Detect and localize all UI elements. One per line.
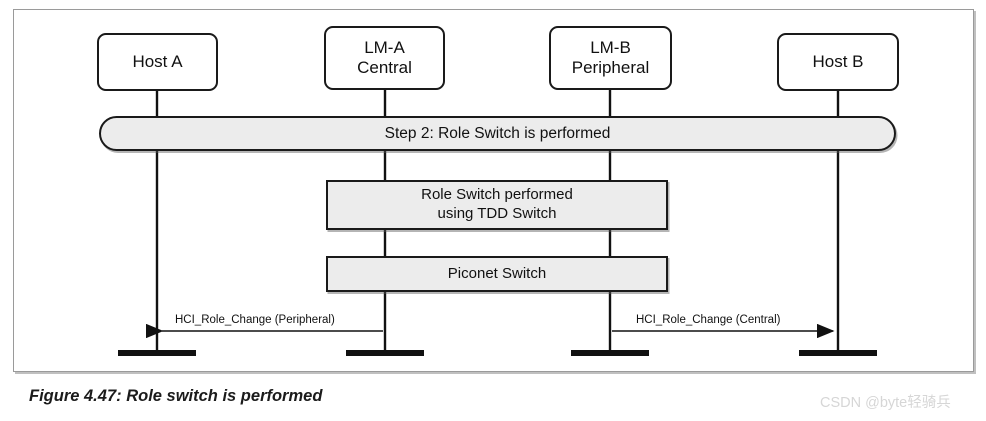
message-label-hci-role-change-peripheral: HCI_Role_Change (Peripheral) (175, 314, 335, 326)
lifeline-terminator-lm-a (346, 350, 424, 356)
step-banner-label: Step 2: Role Switch is performed (384, 124, 611, 142)
node-label-lm-b-line2: Peripheral (571, 58, 650, 77)
action-label-role-switch-line2: using TDD Switch (437, 205, 557, 222)
lifeline-terminator-host-b (799, 350, 877, 356)
node-label-host-a-line1: Host A (132, 51, 183, 71)
action-box-piconet-switch[interactable]: Piconet Switch (326, 256, 668, 292)
node-label-lm-b-line1: LM-B (590, 37, 631, 57)
node-label-host-b-line1: Host B (812, 51, 864, 71)
node-label-lm-a-line1: LM-A (364, 37, 405, 57)
watermark: CSDN @byte轻骑兵 (820, 395, 951, 411)
node-box-host-a[interactable]: Host A (97, 33, 218, 91)
lifeline-terminator-host-a (118, 350, 196, 356)
action-label-role-switch-line1: Role Switch performed (421, 186, 573, 204)
lifeline-terminator-lm-b (571, 350, 649, 356)
step-banner[interactable]: Step 2: Role Switch is performed (99, 116, 896, 151)
node-box-lm-a[interactable]: LM-A Central (324, 26, 445, 90)
node-box-lm-b[interactable]: LM-B Peripheral (549, 26, 672, 90)
action-box-role-switch[interactable]: Role Switch performed using TDD Switch (326, 180, 668, 230)
figure-caption: Figure 4.47: Role switch is performed (29, 387, 323, 405)
message-label-hci-role-change-central: HCI_Role_Change (Central) (636, 314, 781, 326)
node-label-lm-a-line2: Central (357, 58, 412, 77)
action-label-piconet-switch: Piconet Switch (447, 264, 547, 282)
node-box-host-b[interactable]: Host B (777, 33, 899, 91)
